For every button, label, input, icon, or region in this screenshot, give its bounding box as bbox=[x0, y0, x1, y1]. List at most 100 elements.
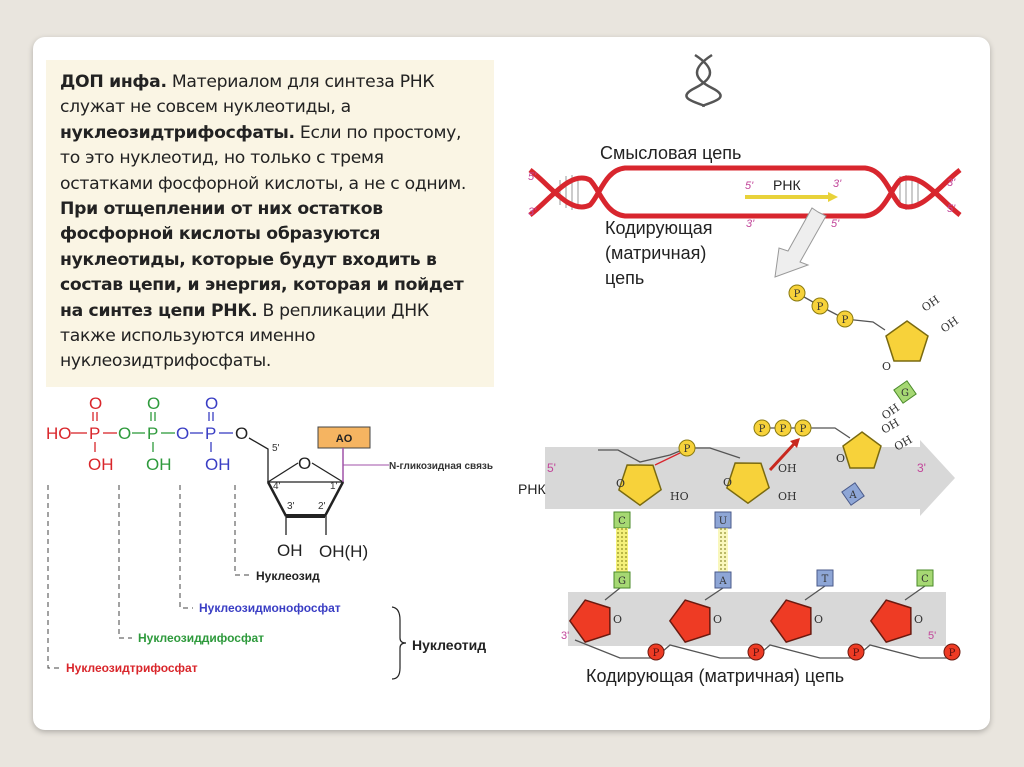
c2-label: 2' bbox=[318, 501, 326, 512]
note-text: В репликации ДНК также используются имен… bbox=[60, 300, 429, 372]
note-text: Если по простому, то это нуклеотид, но т… bbox=[60, 122, 467, 194]
phosphate-label: P bbox=[853, 648, 860, 659]
oh-label: OH bbox=[146, 455, 172, 474]
label-5prime: 5' bbox=[947, 203, 956, 215]
bracket-labels: Нуклеозидтрифосфат Нуклеозиддифосфат Нук… bbox=[66, 569, 341, 675]
label-3prime: 3' bbox=[528, 206, 537, 218]
base-box bbox=[841, 482, 865, 506]
ribose-pentagon bbox=[842, 431, 882, 469]
bonds-1 bbox=[71, 412, 117, 452]
ring-o-label: O bbox=[298, 454, 311, 473]
o-label: O bbox=[616, 477, 625, 490]
p-label: P bbox=[89, 424, 100, 443]
ho-label: HO bbox=[670, 490, 689, 503]
label-5prime: 5' bbox=[745, 180, 754, 192]
nucleotide-label: Нуклеотид bbox=[412, 637, 486, 653]
dna-helix-icon bbox=[685, 53, 722, 108]
oh-3-label: OH bbox=[277, 541, 303, 560]
phosphate-label: P bbox=[800, 424, 807, 435]
dashed-brackets bbox=[47, 485, 250, 669]
free-ntp: P P P O OH OH G OH bbox=[788, 284, 961, 422]
base-label: A bbox=[718, 576, 727, 587]
strand-end-labels: 5' 3' 3' 5' 5' 3' 3' 5' bbox=[528, 171, 956, 230]
label-3prime: 3' bbox=[561, 630, 569, 642]
phosphate-label: P bbox=[780, 424, 787, 435]
base-label: C bbox=[618, 516, 626, 527]
o-label: O bbox=[882, 360, 891, 373]
phosphate-2: O P O OH bbox=[118, 394, 172, 474]
glycosidic-bond-label: N-гликозидная связь bbox=[389, 461, 493, 472]
base-box bbox=[613, 571, 631, 589]
p-label: P bbox=[147, 424, 158, 443]
o-label: O bbox=[814, 613, 823, 626]
note-text: Материалом для синтеза РНК служат не сов… bbox=[60, 72, 435, 118]
nmp-label: Нуклеозидмонофосфат bbox=[199, 601, 341, 615]
deoxyribose-pentagon bbox=[568, 599, 611, 644]
c4-label: 4' bbox=[273, 481, 281, 492]
o-label: O bbox=[914, 613, 923, 626]
o-label: O bbox=[723, 476, 732, 489]
rna-label: РНК bbox=[518, 481, 546, 497]
phosphate-circle bbox=[774, 419, 792, 437]
label-3prime: 3' bbox=[917, 461, 926, 475]
bond-arrowhead bbox=[790, 438, 800, 448]
sense-strand-label: Смысловая цепь bbox=[600, 143, 741, 163]
hydrogen-bonds bbox=[718, 528, 728, 572]
ndp-label: Нуклеозиддифосфат bbox=[138, 631, 264, 645]
ribose-ring bbox=[248, 437, 345, 535]
oh-label: OH bbox=[938, 314, 961, 335]
base-box bbox=[714, 571, 732, 589]
phosphate-1: HO P O OH bbox=[46, 394, 114, 474]
oh-label: OH bbox=[205, 455, 231, 474]
ntp-label: Нуклеозидтрифосфат bbox=[66, 661, 198, 675]
phosphate-label: P bbox=[684, 444, 691, 455]
deoxyribose-pentagon bbox=[869, 599, 912, 644]
phosphate-label: P bbox=[753, 648, 760, 659]
template-strand-label: Кодирующая bbox=[605, 218, 713, 238]
template-band: O O O O P P P P G A T C 3' 5' Кодирующа bbox=[561, 569, 961, 686]
phosphate-circle bbox=[788, 284, 806, 302]
phosphate-circle bbox=[847, 643, 865, 661]
ribose-pentagon bbox=[618, 464, 662, 507]
bonds-3 bbox=[190, 412, 233, 452]
phosphate-label: P bbox=[949, 648, 956, 659]
transcription-bubble: Смысловая цепь 5' 3' 3' 5' 5' 3' 3' 5' Р… bbox=[528, 143, 962, 288]
rna-band: 5' 3' РНК P O HO O OH OH P P P O OH OH A… bbox=[518, 416, 955, 572]
bonds-2 bbox=[132, 412, 175, 452]
dna-strands bbox=[528, 165, 962, 219]
carbon-numbers: 5' 4' 3' 2' 1' bbox=[272, 443, 338, 512]
phosphate-circle bbox=[943, 643, 961, 661]
oh-label: OH bbox=[88, 455, 114, 474]
oh-2-label: OH(H) bbox=[319, 542, 368, 561]
base-box bbox=[317, 426, 371, 449]
phosphate-circle bbox=[836, 310, 854, 328]
phosphate-label: P bbox=[759, 424, 766, 435]
oh-label: OH bbox=[778, 490, 797, 503]
template-strand-label: цепь bbox=[605, 268, 644, 288]
o-label: O bbox=[205, 394, 218, 413]
oh-label: OH bbox=[879, 416, 902, 437]
phosphate-circle bbox=[811, 297, 829, 315]
phosphate-circle bbox=[678, 439, 696, 457]
deoxyribose-pentagon bbox=[668, 599, 711, 644]
template-strand-caption: Кодирующая (матричная) цепь bbox=[586, 666, 844, 686]
base-label: G bbox=[618, 576, 626, 587]
label-3prime: 3' bbox=[947, 177, 956, 189]
phosphate-circle bbox=[753, 419, 771, 437]
c1-label: 1' bbox=[330, 481, 338, 492]
p-label: P bbox=[205, 424, 216, 443]
base-label: AO bbox=[336, 433, 353, 445]
o-label: O bbox=[147, 394, 160, 413]
label-3prime: 3' bbox=[746, 218, 755, 230]
phosphate-circle bbox=[794, 419, 812, 437]
base-box bbox=[916, 569, 934, 587]
deoxyribose-pentagon bbox=[769, 599, 812, 644]
template-strand-label: (матричная) bbox=[605, 243, 706, 263]
phosphate-label: P bbox=[653, 648, 660, 659]
rna-label: РНК bbox=[773, 177, 801, 193]
base-pair-ticks bbox=[559, 175, 919, 210]
label-5prime: 5' bbox=[528, 171, 537, 183]
phosphate-circle bbox=[647, 643, 665, 661]
o-label: O bbox=[836, 452, 845, 465]
